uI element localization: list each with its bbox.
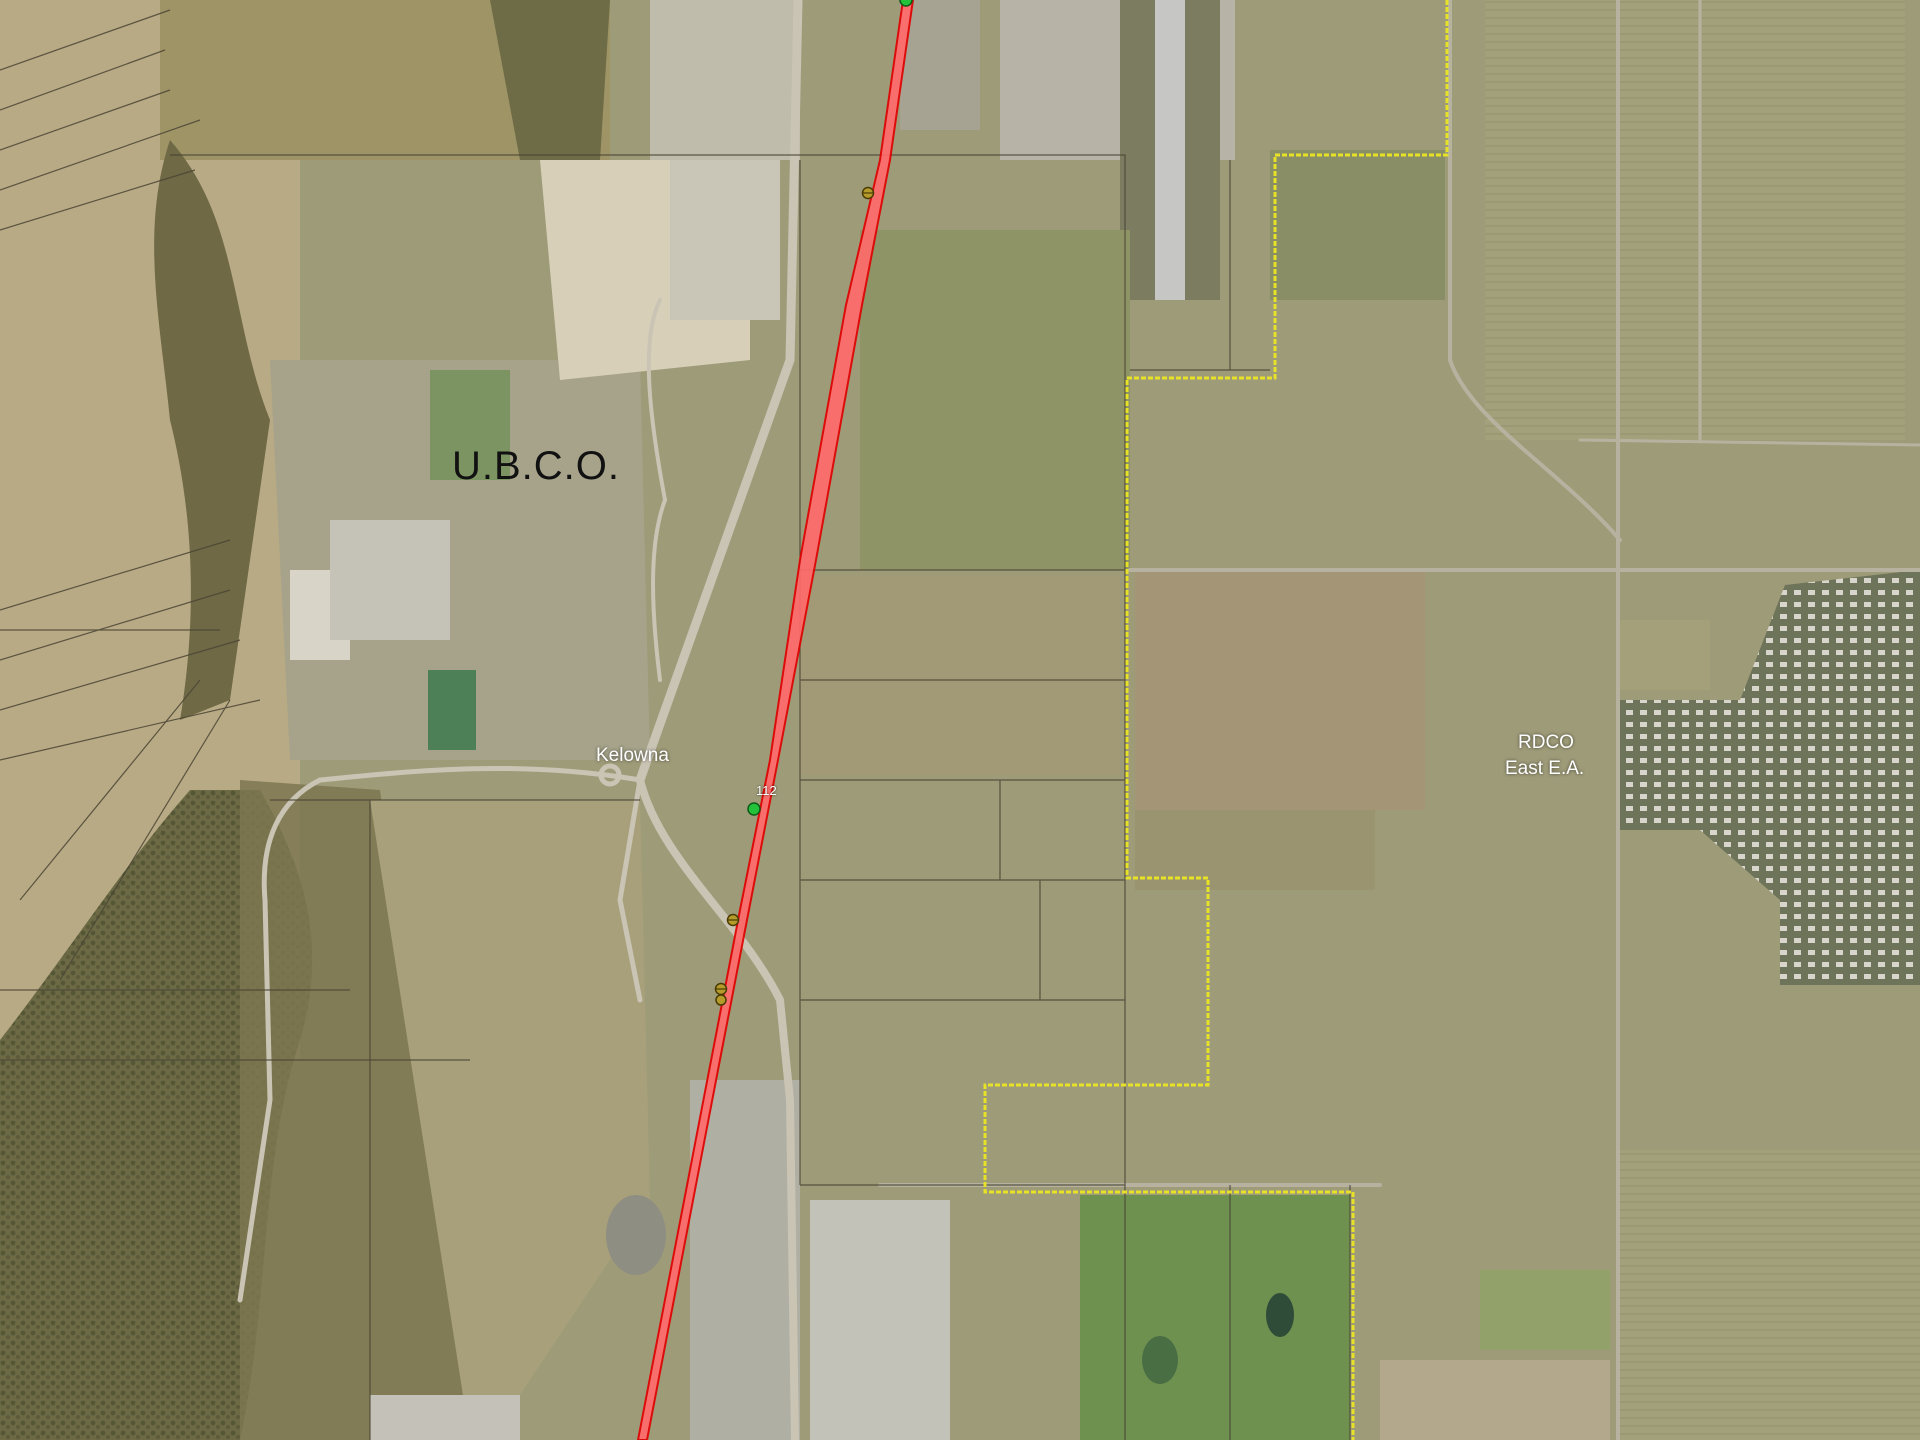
runway bbox=[1155, 0, 1185, 300]
business-park-lots bbox=[670, 160, 780, 320]
stadium-field bbox=[428, 670, 476, 750]
field-brown bbox=[1135, 570, 1425, 810]
business-park-north bbox=[650, 0, 800, 160]
campus-label: U.B.C.O. bbox=[452, 444, 621, 488]
golf-course-central bbox=[860, 230, 1130, 570]
golf-course-southeast bbox=[1080, 1195, 1350, 1440]
buildings-south bbox=[370, 1395, 520, 1440]
roundabout bbox=[598, 763, 622, 787]
district-boundary bbox=[983, 0, 1449, 1440]
field bbox=[1620, 620, 1710, 690]
pond-west bbox=[606, 1195, 666, 1275]
green-point-icon[interactable] bbox=[747, 802, 761, 816]
highway-marker-label: 112 bbox=[756, 783, 777, 798]
field-bare-south bbox=[1380, 1360, 1610, 1440]
field-green bbox=[1270, 150, 1445, 300]
campus-area bbox=[270, 360, 650, 760]
airport-terminal-lot bbox=[900, 0, 980, 130]
parcel-lines bbox=[0, 9, 1351, 1440]
residential-area bbox=[1620, 570, 1920, 985]
field-green-south bbox=[1480, 1270, 1610, 1350]
field bbox=[800, 575, 1120, 775]
green-point-icon[interactable] bbox=[899, 0, 913, 7]
junction-marker-icon[interactable] bbox=[861, 186, 875, 200]
campus-buildings bbox=[330, 520, 450, 640]
junction-marker-icon[interactable] bbox=[726, 913, 740, 927]
vineyards-southeast bbox=[1620, 1150, 1920, 1440]
forest-southwest bbox=[0, 790, 313, 1440]
slope-south bbox=[370, 800, 650, 1440]
highway-corridor bbox=[636, 0, 915, 1440]
junction-marker-icon[interactable] bbox=[714, 982, 728, 1006]
industrial-south bbox=[810, 1200, 950, 1440]
roads bbox=[237, 0, 1920, 1440]
vineyards-northeast bbox=[1485, 0, 1905, 440]
area-label-line2: East E.A. bbox=[1505, 758, 1585, 779]
city-label: Kelowna bbox=[596, 745, 669, 766]
forest-south bbox=[240, 780, 470, 1440]
industrial-south-west bbox=[690, 1080, 800, 1440]
forest-west bbox=[154, 140, 270, 720]
pond bbox=[1266, 1293, 1294, 1337]
sports-field bbox=[430, 370, 510, 480]
pond bbox=[1142, 1336, 1178, 1384]
forest-north bbox=[490, 0, 610, 160]
area-label-line1: RDCO bbox=[1518, 732, 1574, 753]
